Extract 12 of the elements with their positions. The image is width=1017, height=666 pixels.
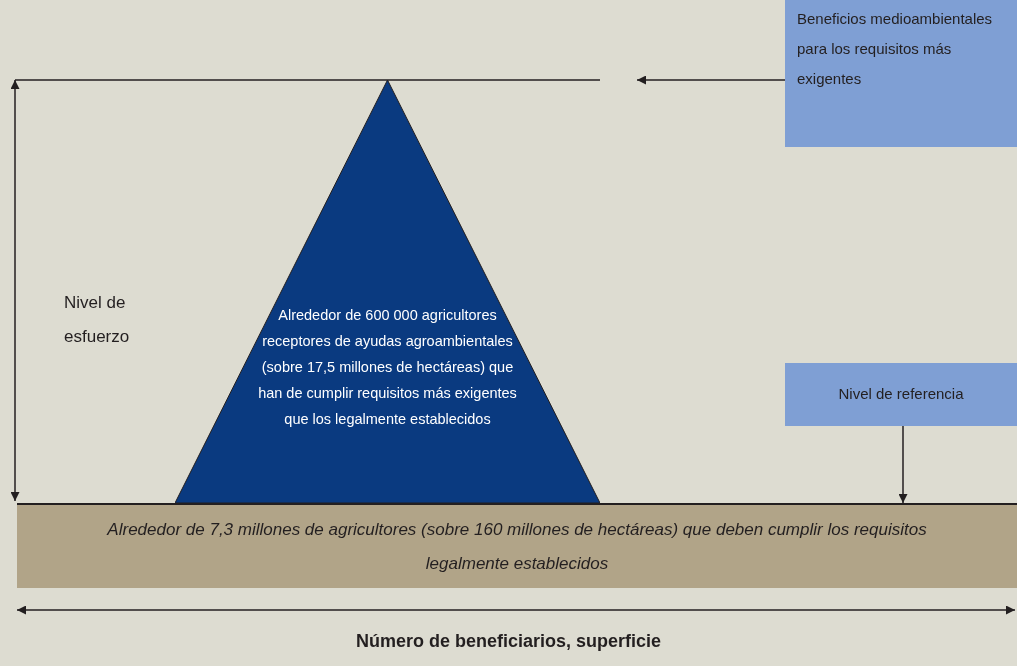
pyramid-triangle bbox=[175, 80, 600, 503]
callout-box bbox=[785, 0, 1017, 147]
callout-box bbox=[785, 363, 1017, 426]
node-text: Nivel de referencia bbox=[838, 384, 964, 405]
base-bar bbox=[17, 503, 1017, 588]
node-text: Beneficios medioambientales para los requisitos más exigentes bbox=[797, 9, 993, 89]
node-text: Alrededor de 7,3 millones de agricultores (sobre 160 millones de hectáreas) que deben cumplir los requisitos legalmente establecidos bbox=[105, 518, 928, 575]
arrow bbox=[898, 425, 908, 504]
node-text: Alrededor de 600 000 agricultores receptores de ayudas agroambientales (sobre 17,5 millones de hectáreas) que han de cumplir requisitos más exigentes que los legalmente establecidos bbox=[257, 306, 518, 429]
axis-label: Número de beneficiarios, superficie bbox=[354, 630, 663, 653]
arrow bbox=[636, 75, 786, 85]
axis-label: Nivel de esfuerzo bbox=[64, 292, 131, 348]
